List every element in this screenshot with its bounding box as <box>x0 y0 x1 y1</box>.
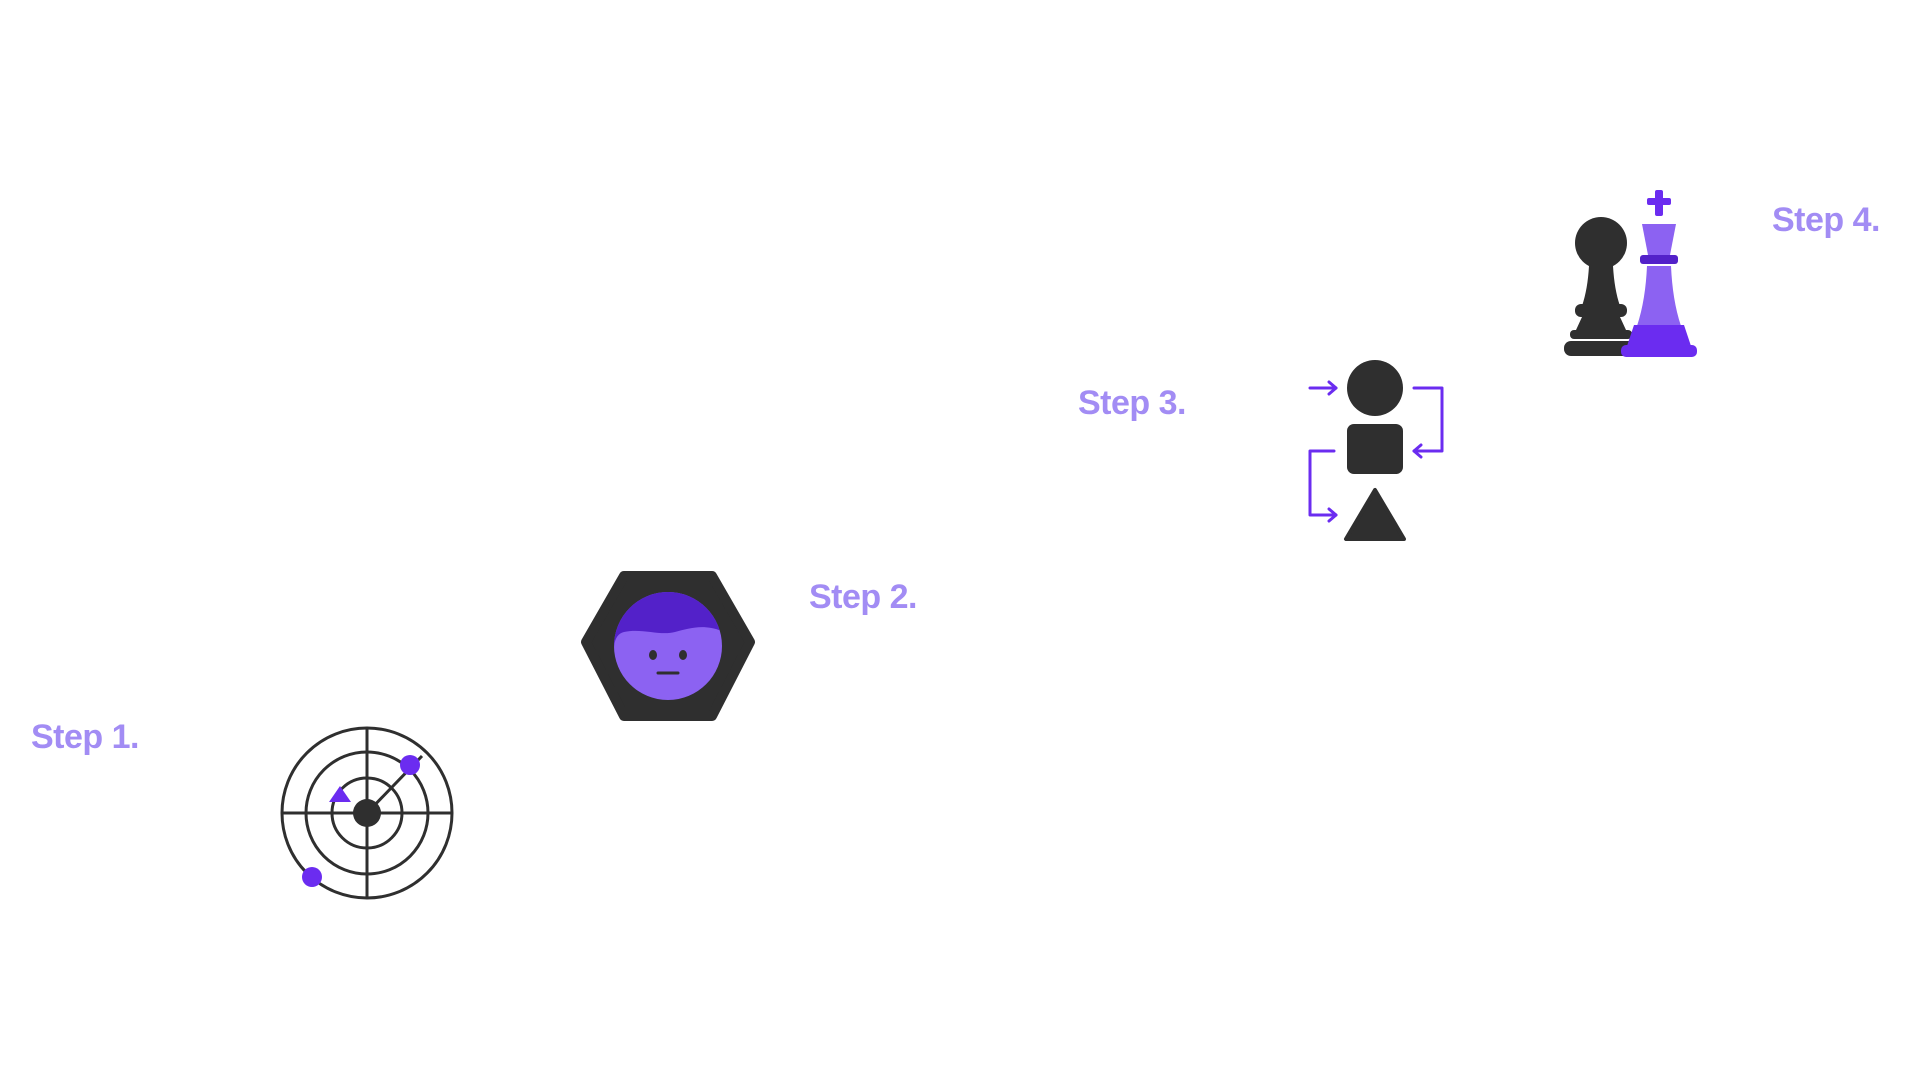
radar-icon <box>280 726 454 900</box>
pawn-icon <box>1564 217 1640 356</box>
shapes-flow-icon <box>1308 360 1444 541</box>
step-4-label: Step 4. <box>1772 201 1880 239</box>
hexagon-face-icon <box>581 571 755 721</box>
step-1-label: Step 1. <box>31 718 139 756</box>
step-2-label: Step 2. <box>809 578 917 616</box>
king-icon <box>1621 190 1697 357</box>
step-3-label: Step 3. <box>1078 384 1186 422</box>
chess-pieces-icon <box>1564 190 1697 357</box>
